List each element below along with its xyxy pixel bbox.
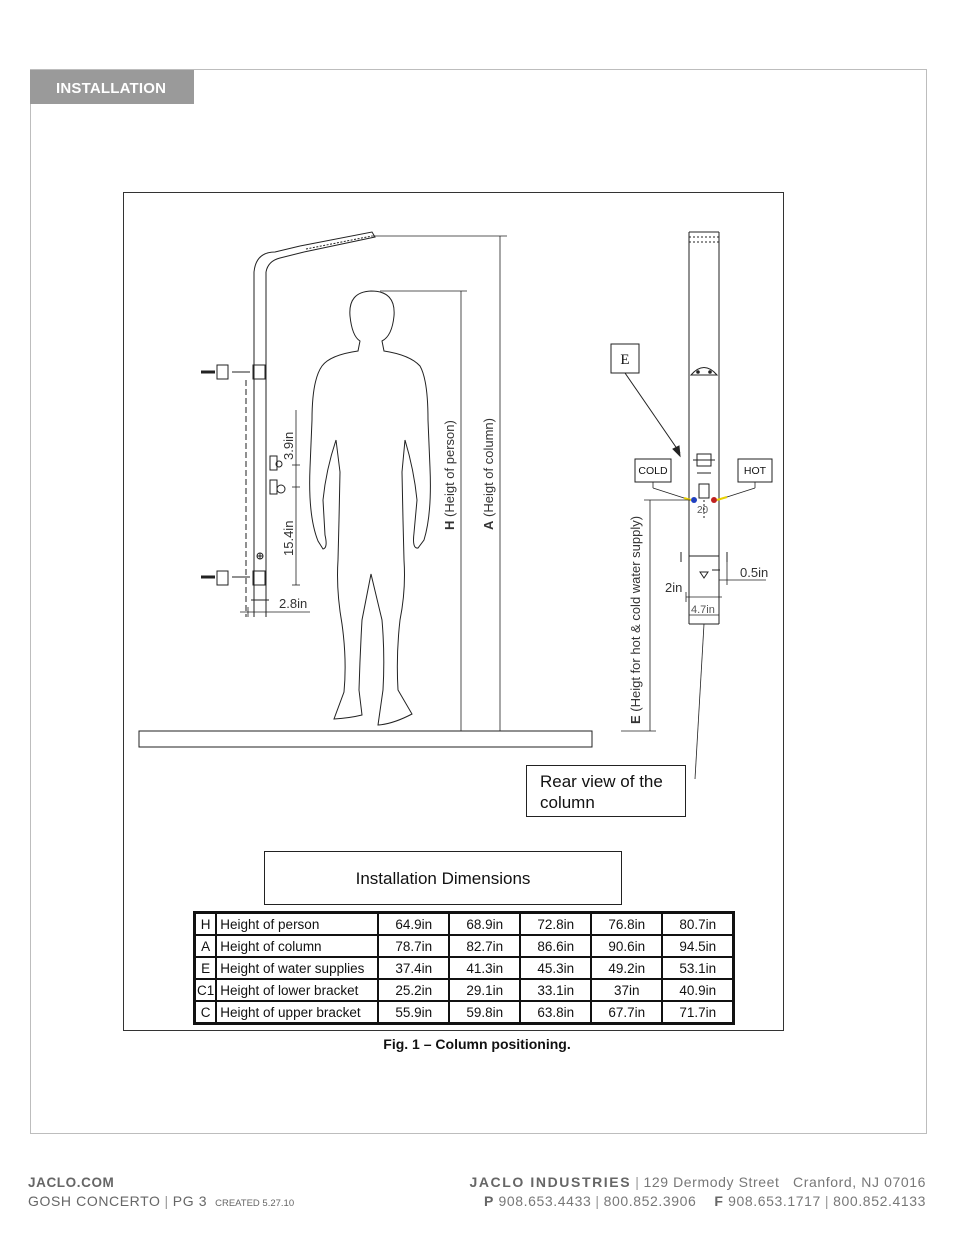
dim-side: 0.5in — [740, 565, 768, 580]
table-cell: 76.8in — [591, 913, 663, 935]
table-cell: 82.7in — [449, 935, 521, 957]
shower-column — [245, 231, 376, 617]
table-cell: 72.8in — [520, 913, 592, 935]
table-cell: 41.3in — [449, 957, 521, 979]
rear-view-column — [680, 231, 728, 625]
table-cell: 25.2in — [378, 979, 450, 1001]
table-cell: 29.1in — [449, 979, 521, 1001]
row-label: Height of person — [216, 913, 379, 935]
row-label: Height of lower bracket — [216, 979, 379, 1001]
dim-width: 4.7in — [691, 604, 715, 616]
table-cell: 45.3in — [520, 957, 592, 979]
table-cell: 37.4in — [378, 957, 450, 979]
cold-label: COLD — [638, 465, 668, 477]
dim-offset: 2in — [665, 580, 682, 595]
row-label: Height of water supplies — [216, 957, 379, 979]
callout-e-arrow — [624, 372, 681, 454]
footer-phone-1: 908.653.4433 — [498, 1193, 592, 1209]
label-height-of-person: H (Heigt of person) — [442, 420, 457, 530]
hot-label: HOT — [744, 465, 767, 477]
footer-company-address: JACLO INDUSTRIES|129 Dermody Street Cran… — [469, 1174, 926, 1190]
dimensions-table: H Height of person 64.9in 68.9in 72.8in … — [193, 911, 736, 1025]
table-cell: 53.1in — [662, 957, 734, 979]
lower-wall-bracket — [201, 570, 250, 586]
rear-view-dimensions — [685, 562, 766, 780]
table-cell: 86.6in — [520, 935, 592, 957]
row-code: H — [195, 913, 217, 935]
table-cell: 71.7in — [662, 1001, 734, 1023]
callout-e: E — [620, 352, 629, 368]
footer-company-name: JACLO INDUSTRIES — [469, 1174, 632, 1190]
section-tab-installation: INSTALLATION — [30, 70, 194, 104]
footer-website-link[interactable]: JACLO.COM — [28, 1175, 115, 1190]
table-row: A Height of column 78.7in 82.7in 86.6in … — [195, 935, 734, 957]
row-code: C1 — [195, 979, 217, 1001]
footer-fax-prefix: F — [714, 1193, 724, 1209]
footer-phone-2: 800.852.3906 — [603, 1193, 697, 1209]
table-cell: 59.8in — [449, 1001, 521, 1023]
table-cell: 55.9in — [378, 1001, 450, 1023]
dim-upper-gap: 3.9in — [281, 432, 296, 460]
figure-frame — [123, 192, 784, 1031]
table-cell: 64.9in — [378, 913, 450, 935]
dimensions-table-title: Installation Dimensions — [264, 851, 622, 905]
table-cell: 94.5in — [662, 935, 734, 957]
table-row: C1 Height of lower bracket 25.2in 29.1in… — [195, 979, 734, 1001]
table-cell: 78.7in — [378, 935, 450, 957]
table-cell: 80.7in — [662, 913, 734, 935]
row-label: Height of column — [216, 935, 379, 957]
human-silhouette — [309, 290, 431, 726]
table-row: H Height of person 64.9in 68.9in 72.8in … — [195, 913, 734, 935]
rear-view-label: Rear view of the column — [526, 765, 686, 817]
footer-street: 129 Dermody Street — [643, 1174, 780, 1190]
row-code: C — [195, 1001, 217, 1023]
dim-inlet-spacing: 20 — [697, 505, 709, 516]
dim-wall-offset: 2.8in — [279, 596, 307, 611]
water-supply-height-dimension — [621, 499, 690, 732]
table-row: C Height of upper bracket 55.9in 59.8in … — [195, 1001, 734, 1023]
cold-inlet-marker — [691, 497, 697, 503]
table-cell: 68.9in — [449, 913, 521, 935]
footer-page-number: PG 3 — [172, 1193, 208, 1209]
table-cell: 63.8in — [520, 1001, 592, 1023]
footer-fax-2: 800.852.4133 — [833, 1193, 926, 1209]
dim-lower-gap: 15.4in — [281, 521, 296, 556]
row-code: E — [195, 957, 217, 979]
table-row: E Height of water supplies 37.4in 41.3in… — [195, 957, 734, 979]
table-cell: 67.7in — [591, 1001, 663, 1023]
upper-wall-bracket — [201, 364, 250, 380]
footer-city: Cranford, NJ 07016 — [793, 1174, 926, 1190]
label-height-of-column: A (Heigt of column) — [481, 418, 496, 530]
footer-phone-prefix: P — [484, 1193, 494, 1209]
footer-contact-numbers: P 908.653.4433|800.852.3906 F 908.653.17… — [484, 1193, 926, 1209]
height-of-person-dimension — [380, 290, 467, 732]
table-cell: 90.6in — [591, 935, 663, 957]
row-label: Height of upper bracket — [216, 1001, 379, 1023]
table-cell: 37in — [591, 979, 663, 1001]
label-water-supply-height: E (Heigt for hot & cold water supply) — [628, 516, 643, 724]
table-cell: 40.9in — [662, 979, 734, 1001]
figure-caption: Fig. 1 – Column positioning. — [383, 1036, 571, 1052]
column-side-dimensions — [240, 410, 310, 617]
hot-inlet-marker — [711, 497, 717, 503]
table-cell: 49.2in — [591, 957, 663, 979]
hot-inlet-pipe — [716, 496, 728, 501]
height-of-column-dimension — [372, 235, 507, 732]
floor-slab — [138, 730, 593, 748]
footer-fax-1: 908.653.1717 — [728, 1193, 821, 1209]
page-frame — [30, 69, 927, 1134]
footer-created-date: CREATED 5.27.10 — [215, 1198, 295, 1209]
footer-product-name: GOSH CONCERTO — [28, 1193, 161, 1209]
table-cell: 33.1in — [520, 979, 592, 1001]
row-code: A — [195, 935, 217, 957]
